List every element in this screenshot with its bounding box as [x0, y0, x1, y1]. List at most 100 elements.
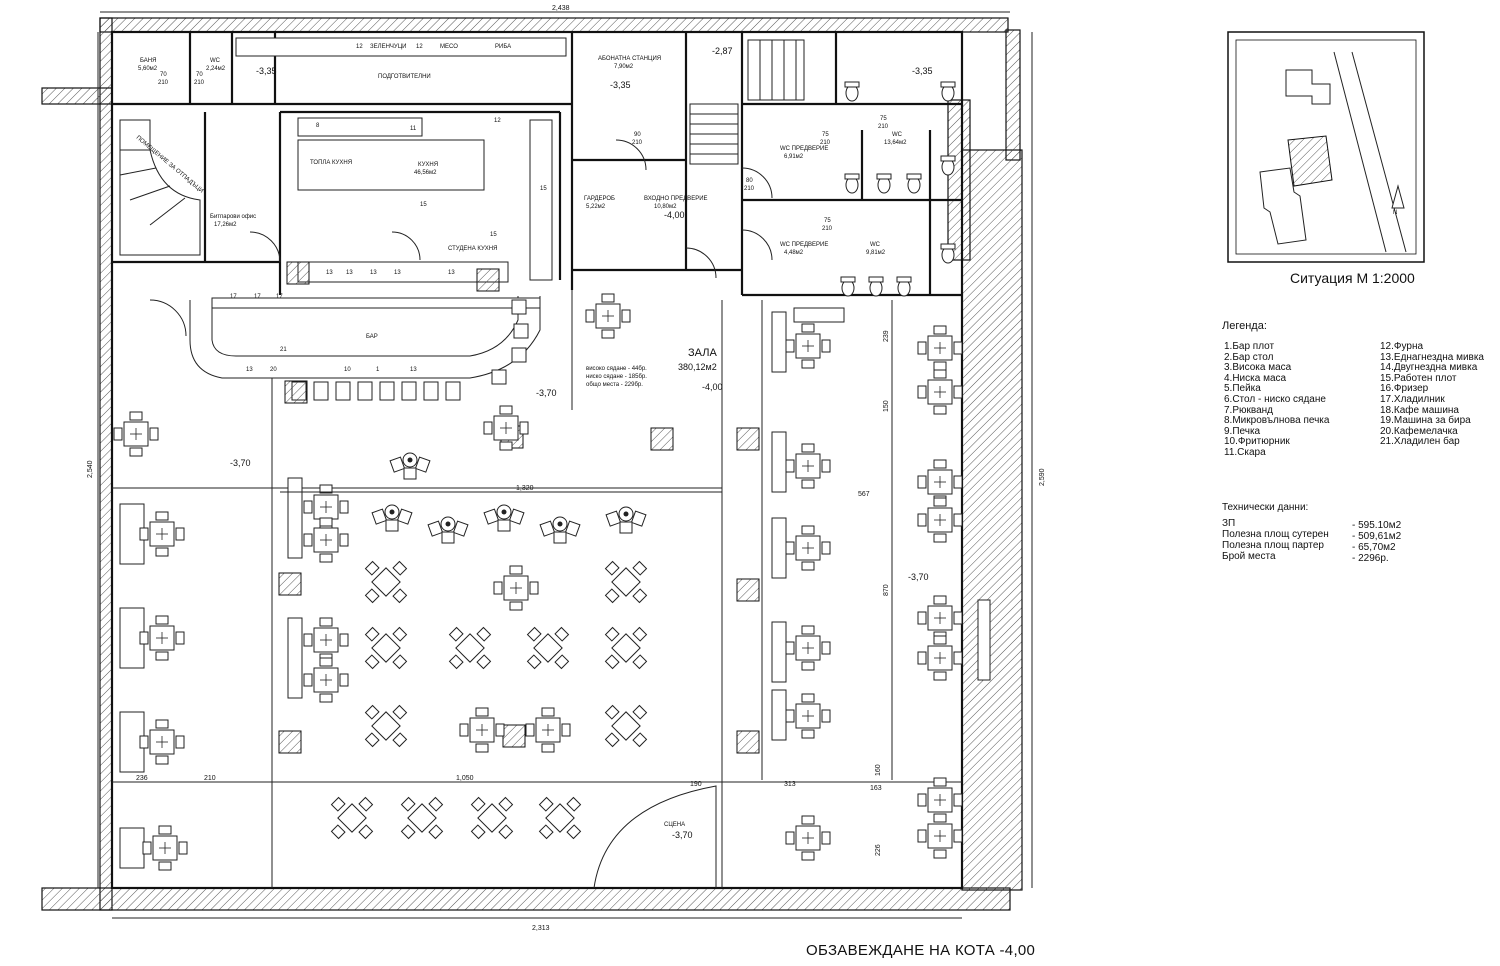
room-bath: БАНЯ	[140, 58, 156, 64]
room-cleaning-area: 7,90м2	[614, 64, 634, 70]
room-wardrobe: ГАРДЕРОБ	[584, 196, 615, 202]
equip-tag: 17	[230, 294, 237, 300]
sheet-title: ОБЗАВЕЖДАНЕ НА КОТА -4,00	[806, 942, 1036, 959]
room-meat: МЕСО	[440, 44, 458, 50]
door-tag: 80	[746, 178, 753, 184]
situation-map: N	[1227, 31, 1425, 263]
equip-tag: 13	[326, 270, 333, 276]
room-waste: ПОМЕЩЕНИЕ ЗА ОТПАДЪЦИ	[135, 135, 204, 195]
room-entrance: ВХОДНО ПРЕДВЕРИЕ	[644, 196, 708, 202]
door-tag: 210	[632, 140, 643, 146]
equip-tag: 17	[254, 294, 261, 300]
legend-item: 15.Работен плот	[1380, 372, 1457, 384]
equip-tag: 11	[410, 126, 417, 132]
dim-163: 163	[870, 785, 882, 792]
technical-label: Полезна площ сутерен	[1222, 529, 1329, 540]
room-kitchen-area: 46,56м2	[414, 170, 437, 176]
legend-item: 12.Фурна	[1380, 341, 1424, 352]
bar-stools	[291, 299, 529, 401]
equip-tag: 21	[280, 347, 287, 353]
level-370c: -3,70	[908, 572, 929, 582]
door-tag: 210	[158, 80, 169, 86]
dim-top: 2,438	[552, 5, 570, 12]
equip-tag: 12	[494, 118, 501, 124]
dim-1050: 1,050	[456, 775, 474, 782]
level-400b: -4,00	[702, 382, 723, 392]
legend-item: 6.Стол - ниско сядане	[1224, 393, 1326, 405]
door-tag: 70	[196, 72, 203, 78]
legend-item: 21.Хладилен бар	[1380, 436, 1460, 448]
room-entrance-area: 10,80м2	[654, 204, 677, 210]
technical-value: - 595.10м2	[1352, 520, 1402, 531]
legend-item: 1.Бар плот	[1224, 341, 1275, 352]
door-tag: 75	[822, 132, 829, 138]
legend-item: 17.Хладилник	[1380, 393, 1445, 405]
room-wc-hall1-area: 6,91м2	[784, 154, 804, 160]
equip-tag: 13	[370, 270, 377, 276]
equip-tag: 13	[346, 270, 353, 276]
seats-note-2: ниско сядане - 185бр.	[586, 374, 647, 380]
room-office: Битпарови офис	[210, 214, 256, 220]
dim-150: 150	[883, 400, 890, 412]
staircase-spiral	[119, 119, 201, 256]
room-wardrobe-area: 5,22м2	[586, 204, 606, 210]
door-tag: 210	[822, 226, 833, 232]
legend-item: 19.Машина за бира	[1380, 415, 1471, 427]
level-370d: -3,70	[672, 830, 693, 840]
door-tag: 210	[820, 140, 831, 146]
dim-left: 2,540	[87, 460, 94, 478]
door-tag: 75	[880, 116, 887, 122]
room-cold-kitchen: СТУДЕНА КУХНЯ	[448, 246, 497, 252]
dim-239: 239	[883, 330, 890, 342]
room-office-area: 17,26м2	[214, 222, 237, 228]
dim-226: 226	[875, 844, 882, 856]
door-tag: 210	[878, 124, 889, 130]
booths-right	[771, 307, 991, 861]
equip-tag: 10	[344, 367, 351, 373]
technical-label: Брой места	[1222, 551, 1276, 562]
room-hall: ЗАЛА	[688, 347, 717, 359]
equip-tag: 1	[376, 367, 380, 373]
equip-tag: 20	[270, 367, 277, 373]
equip-tag: 17	[276, 294, 283, 300]
legend-item: 8.Микровълнова печка	[1224, 415, 1330, 427]
dim-1320: 1,320	[516, 485, 534, 492]
door-tag: 90	[634, 132, 641, 138]
level-370b: -3,70	[230, 458, 251, 468]
room-wc3: WC	[870, 242, 881, 248]
room-bar: БАР	[366, 334, 378, 340]
room-prep: ПОДГОТВИТЕЛНИ	[378, 74, 431, 80]
legend-item: 18.Кафе машина	[1380, 404, 1459, 416]
room-wc3-area: 9,81м2	[866, 250, 886, 256]
equip-tag: 8	[316, 123, 320, 129]
level-370a: -3,70	[536, 388, 557, 398]
legend-item: 13.Еднагнездна мивка	[1380, 351, 1484, 363]
left-wall-tables	[113, 411, 188, 871]
room-kitchen: КУХНЯ	[418, 162, 438, 168]
room-wc2-area: 13,64м2	[884, 140, 907, 146]
technical-value: - 2296р.	[1352, 553, 1389, 564]
room-wc-hall2-area: 4,48м2	[784, 250, 804, 256]
technical-value: - 509,61м2	[1352, 531, 1402, 542]
legend-right-column: 12.Фурна 13.Еднагнездна мивка 14.Двугнез…	[1380, 341, 1484, 448]
legend-item: 5.Пейка	[1224, 383, 1261, 395]
equip-tag: 15	[490, 232, 497, 238]
seats-note-1: високо сядане - 44бр.	[586, 366, 647, 372]
equip-tag: 12	[416, 44, 423, 50]
technical-labels: ЗП Полезна площ сутерен Полезна площ пар…	[1222, 518, 1329, 562]
legend-item: 20.Кафемелачка	[1380, 425, 1458, 437]
technical-title: Технически данни:	[1222, 502, 1309, 513]
dim-190: 190	[690, 781, 702, 788]
legend-item: 11.Скара	[1224, 446, 1266, 458]
equip-tag: 12	[356, 44, 363, 50]
dim-bottom: 2,313	[532, 925, 550, 932]
room-hall-area: 380,12м2	[678, 362, 717, 372]
legend-item: 3.Висока маса	[1224, 362, 1292, 374]
room-stage: СЦЕНА	[664, 822, 685, 828]
dim-313: 313	[784, 781, 796, 788]
seats-note-3: общо места - 229бр.	[586, 382, 643, 388]
door-tag: 75	[824, 218, 831, 224]
equip-tag: 13	[246, 367, 253, 373]
level-335a: -3,35	[256, 66, 277, 76]
dim-160: 160	[875, 764, 882, 776]
